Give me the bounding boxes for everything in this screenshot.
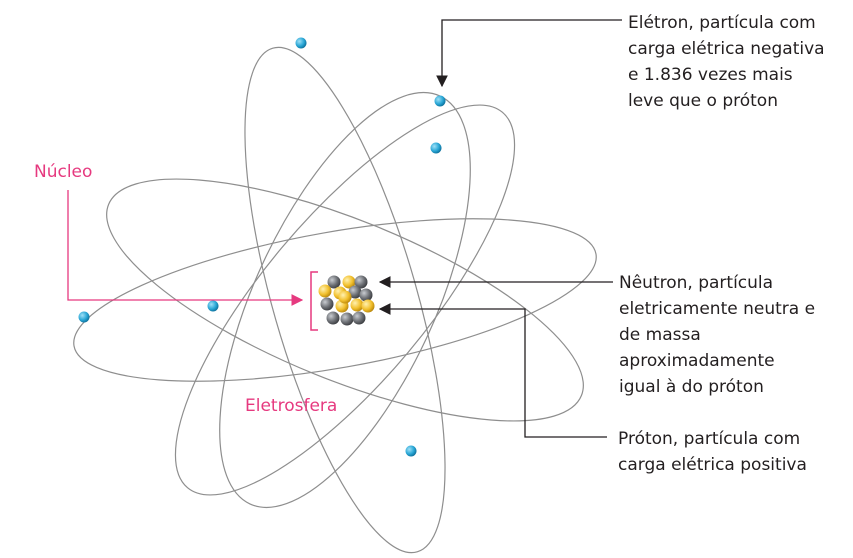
electron-leader <box>436 19 622 88</box>
proton-leader <box>378 303 607 438</box>
proton-particle <box>338 290 352 304</box>
proton-particle <box>342 275 356 289</box>
neutron-description-line: Nêutron, partícula <box>619 273 774 293</box>
neutron-particle <box>320 297 334 311</box>
neutron-description-line: de massa aproximadamente <box>619 325 775 371</box>
electrosphere-label: Eletrosfera <box>245 396 338 416</box>
electron-particle <box>434 95 446 107</box>
neutron-particle <box>352 311 366 325</box>
electrons <box>78 37 446 457</box>
orbit-descending <box>106 178 584 422</box>
leader-lines <box>67 19 622 438</box>
neutron-particle <box>327 275 341 289</box>
electron-description-line: e 1.836 vezes mais <box>628 65 793 85</box>
electron-description-line: carga elétrica negativa <box>628 39 825 59</box>
neutron-description-line: eletricamente neutra e <box>619 299 816 319</box>
neutron-particle <box>348 285 362 299</box>
neutron-description: Nêutron, partícula eletricamente neutra … <box>619 270 853 400</box>
neutron-particle <box>340 312 354 326</box>
proton-particle <box>361 299 375 313</box>
nucleus-bracket <box>310 271 318 331</box>
electron-particle <box>295 37 307 49</box>
neutron-particle <box>359 288 373 302</box>
proton-description-line: carga elétrica positiva <box>618 455 807 475</box>
nucleus <box>318 275 375 326</box>
orbit-horizontal <box>73 218 597 382</box>
electron-particle <box>430 142 442 154</box>
neutron-description-line: igual à do próton <box>619 377 764 397</box>
proton-description-line: Próton, partícula com <box>618 429 801 449</box>
orbit-steep <box>174 104 516 496</box>
electron-description-line: leve que o próton <box>628 91 778 111</box>
nucleus-leader <box>67 190 304 306</box>
nucleus-label: Núcleo <box>34 162 93 182</box>
electron-description-line: Elétron, partícula com <box>628 13 816 33</box>
neutron-particle <box>354 275 368 289</box>
electron-particle <box>405 445 417 457</box>
electron-particle <box>78 311 90 323</box>
proton-description: Próton, partícula com carga elétrica pos… <box>618 426 807 478</box>
orbit-tilted-left <box>244 46 446 554</box>
electron-particle <box>207 300 219 312</box>
proton-particle <box>350 298 364 312</box>
proton-particle <box>318 284 332 298</box>
electron-description: Elétron, partícula com carga elétrica ne… <box>628 10 825 114</box>
neutron-particle <box>326 311 340 325</box>
